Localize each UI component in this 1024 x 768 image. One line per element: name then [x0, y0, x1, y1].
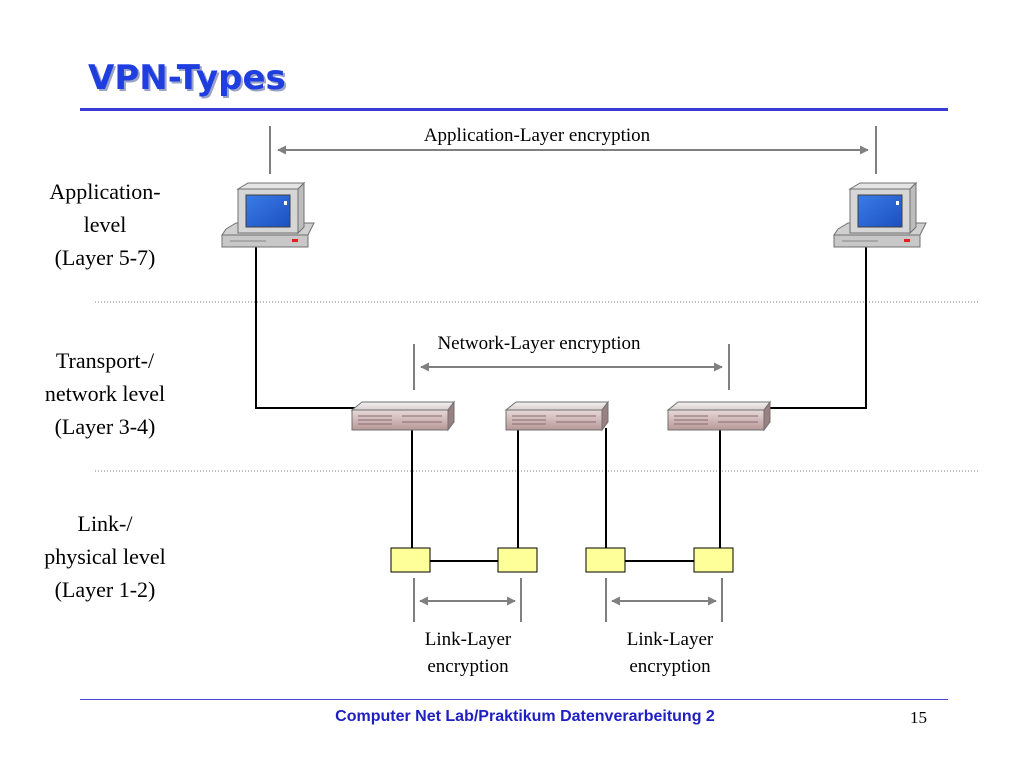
link-encryption-span-right	[605, 578, 723, 622]
level-label-line: level	[83, 212, 127, 237]
network-wires	[255, 245, 867, 562]
application-encryption-label: Application-Layer encryption	[424, 125, 651, 146]
level-label-transport: Transport-/ network level (Layer 3-4)	[5, 344, 205, 443]
link-device	[693, 547, 734, 573]
level-label-application: Application- level (Layer 5-7)	[5, 175, 205, 274]
level-label-line: Link-/	[77, 511, 133, 536]
page-number: 15	[910, 708, 927, 727]
level-label-line: (Layer 3-4)	[54, 414, 156, 439]
link-device	[390, 547, 431, 573]
footer-rule	[80, 699, 948, 700]
link-device	[497, 547, 538, 573]
footer-text: Computer Net Lab/Praktikum Datenverarbei…	[335, 708, 715, 725]
network-encryption-span	[413, 344, 730, 390]
router-icon	[351, 401, 455, 431]
level-label-line: (Layer 5-7)	[54, 245, 156, 270]
computer-icon	[833, 182, 927, 248]
link-encryption-label-left-line1: Link-Layer	[425, 629, 512, 650]
network-encryption-label: Network-Layer encryption	[437, 333, 641, 354]
level-label-link: Link-/ physical level (Layer 1-2)	[5, 507, 205, 606]
application-encryption-span	[269, 126, 877, 174]
link-encryption-label-right-line2: encryption	[629, 656, 711, 677]
link-device	[585, 547, 626, 573]
level-label-line: physical level	[44, 544, 166, 569]
link-encryption-span-left	[413, 578, 522, 622]
router-icon	[667, 401, 771, 431]
level-label-line: Transport-/	[55, 348, 155, 373]
router-icon	[505, 401, 609, 431]
link-encryption-label-left-line2: encryption	[427, 656, 509, 677]
title-rule	[80, 108, 948, 111]
level-label-line: (Layer 1-2)	[54, 577, 156, 602]
level-label-line: Application-	[49, 179, 161, 204]
link-encryption-label-right-line1: Link-Layer	[627, 629, 714, 650]
level-label-line: network level	[44, 381, 166, 406]
slide-title: VPN-Types	[88, 58, 286, 98]
computer-icon	[221, 182, 315, 248]
